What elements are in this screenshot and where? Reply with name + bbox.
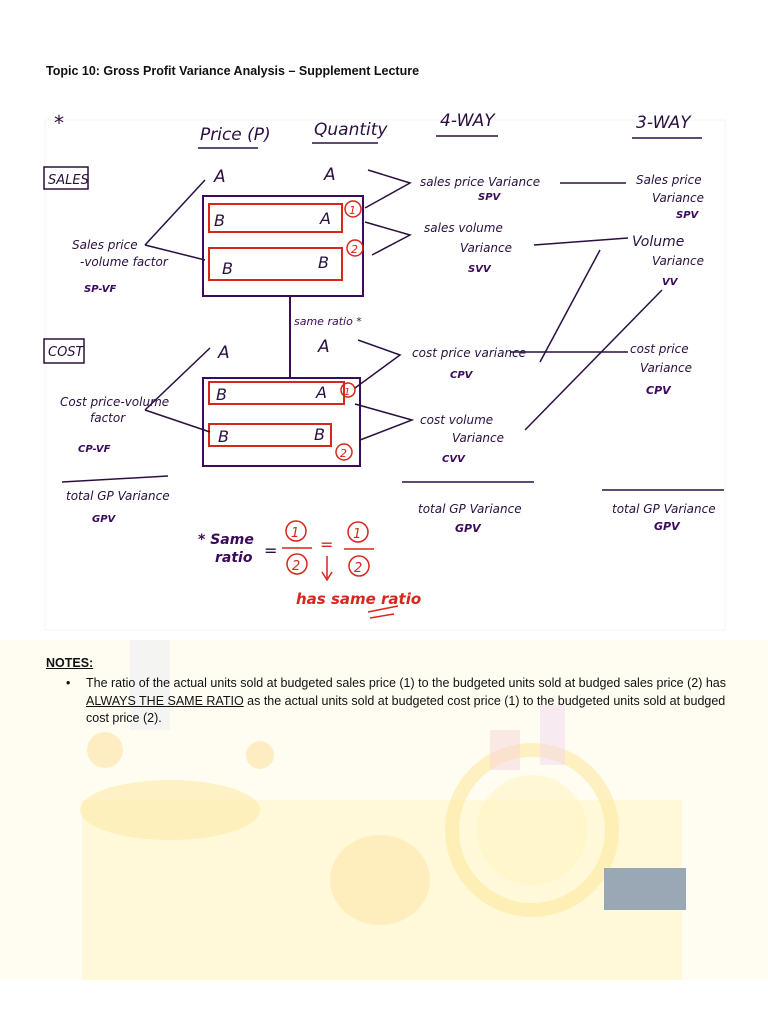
cost-circle-1: 1 bbox=[344, 387, 350, 398]
cost-row2-b2: B bbox=[314, 425, 325, 444]
w3-cp-line2: Variance bbox=[640, 361, 692, 375]
header-4way: 4-WAY bbox=[440, 111, 496, 131]
same-ratio-star: * Same bbox=[198, 532, 254, 548]
w3-vv-line1: Volume bbox=[632, 234, 684, 250]
has-same-ratio: has same ratio bbox=[296, 590, 421, 608]
spv-line1: sales price Variance bbox=[420, 175, 540, 189]
formula-circle-1b: 1 bbox=[353, 527, 361, 542]
cost-row1-a: A bbox=[315, 383, 327, 402]
total-right: total GP Variance bbox=[612, 502, 716, 516]
notes-item: • The ratio of the actual units sold at … bbox=[66, 675, 726, 728]
svv-line1: sales volume bbox=[424, 221, 503, 235]
sales-pvf-abbr: SP-VF bbox=[84, 284, 117, 295]
w3-sp-abbr: SPV bbox=[676, 210, 700, 221]
cvv-line2: Variance bbox=[452, 431, 504, 445]
w3-sp-line2: Variance bbox=[652, 191, 704, 205]
header-price: Price (P) bbox=[200, 125, 271, 145]
sales-row2-b2: B bbox=[318, 253, 329, 272]
cost-price-a: A bbox=[217, 343, 230, 363]
sales-price-a: A bbox=[213, 167, 226, 187]
header-quantity: Quantity bbox=[314, 120, 388, 140]
svv-abbr: SVV bbox=[468, 264, 492, 275]
notes-list: • The ratio of the actual units sold at … bbox=[66, 675, 726, 728]
sales-label: SALES bbox=[48, 173, 89, 188]
notes-heading: NOTES: bbox=[46, 656, 94, 670]
cvv-line1: cost volume bbox=[420, 413, 493, 427]
cost-label: COST bbox=[48, 345, 85, 360]
same-ratio-mid: same ratio * bbox=[294, 315, 362, 328]
sales-circle-1: 1 bbox=[349, 204, 356, 217]
page-title: Topic 10: Gross Profit Variance Analysis… bbox=[46, 64, 420, 78]
equals-1: = bbox=[264, 541, 277, 560]
same-ratio-word: ratio bbox=[215, 550, 253, 566]
svv-line2: Variance bbox=[460, 241, 512, 255]
variance-diagram: * Price (P) Quantity 4-WAY 3-WAY SALES C… bbox=[43, 111, 724, 619]
total-left: total GP Variance bbox=[66, 489, 170, 503]
sales-circle-2: 2 bbox=[351, 243, 358, 256]
cost-row2-b: B bbox=[218, 427, 229, 446]
header-3way: 3-WAY bbox=[636, 113, 692, 133]
formula-circle-1a: 1 bbox=[291, 526, 299, 541]
cpv-line1: cost price variance bbox=[412, 346, 526, 360]
cost-pvf-line2: factor bbox=[90, 411, 126, 425]
cvv-abbr: CVV bbox=[442, 454, 466, 465]
notes-text-part1: The ratio of the actual units sold at bu… bbox=[86, 676, 726, 690]
w3-vv-line2: Variance bbox=[652, 254, 704, 268]
cost-pvf-abbr: CP-VF bbox=[78, 444, 111, 455]
sales-pvf-line2: -volume factor bbox=[80, 255, 169, 269]
sales-qty-a: A bbox=[323, 165, 336, 185]
notes-text-part2: as the actual units sold at budgeted cos… bbox=[86, 693, 726, 726]
w3-sp-line1: Sales price bbox=[636, 173, 702, 187]
total-mid: total GP Variance bbox=[418, 502, 522, 516]
cost-circle-2: 2 bbox=[340, 447, 347, 460]
equals-2: = bbox=[320, 535, 333, 554]
notes-emphasis: ALWAYS THE SAME RATIO bbox=[86, 693, 244, 708]
cpv-abbr: CPV bbox=[450, 370, 474, 381]
w3-cp-line1: cost price bbox=[630, 342, 689, 356]
cost-pvf-line1: Cost price-volume bbox=[60, 395, 169, 409]
total-mid-abbr: GPV bbox=[455, 522, 482, 535]
w3-cp-abbr: CPV bbox=[646, 384, 672, 397]
cost-qty-a: A bbox=[317, 337, 330, 357]
formula-circle-2a: 2 bbox=[292, 559, 300, 574]
total-right-abbr: GPV bbox=[654, 520, 681, 533]
cost-row1-b: B bbox=[216, 385, 227, 404]
sales-row1-b: B bbox=[214, 211, 225, 230]
sales-row1-a: A bbox=[319, 209, 331, 228]
sales-pvf-line1: Sales price bbox=[72, 238, 138, 252]
spv-abbr: SPV bbox=[478, 192, 502, 203]
star-marker: * bbox=[54, 111, 64, 135]
total-left-abbr: GPV bbox=[92, 514, 117, 525]
sales-row2-b: B bbox=[222, 259, 233, 278]
watermark-gray-block bbox=[604, 868, 686, 910]
w3-vv-abbr: VV bbox=[662, 277, 679, 288]
bullet-marker: • bbox=[66, 676, 71, 690]
formula-circle-2b: 2 bbox=[354, 561, 362, 576]
